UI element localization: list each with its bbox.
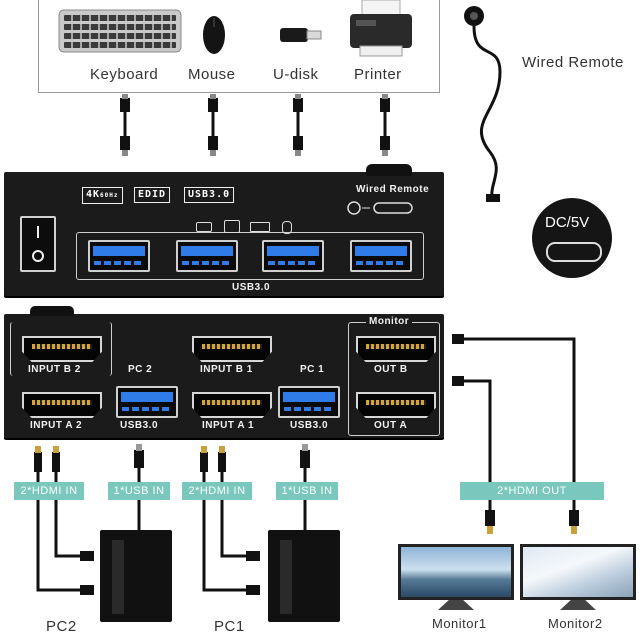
monitor1-screen: [398, 544, 514, 600]
usb-port-3[interactable]: [262, 240, 324, 272]
monitor2-label: Monitor2: [548, 616, 603, 631]
udisk-icon: [280, 26, 322, 44]
monitor2-stand: [560, 600, 596, 610]
dc-power-label: DC/5V: [545, 214, 590, 231]
tag-hdmi-in-pc1: 2*HDMI IN: [182, 482, 252, 500]
input-b1-label: INPUT B 1: [200, 364, 253, 375]
keyboard-port-icon: [250, 222, 270, 232]
hdmi-input-b1[interactable]: [192, 336, 272, 362]
printer-icon: [348, 0, 414, 60]
badge-usb: USB3.0: [184, 187, 235, 203]
remote-knob: [366, 164, 412, 176]
usb-port-1[interactable]: [88, 240, 150, 272]
bottom-knob: [30, 306, 74, 316]
monitor-label: Monitor: [366, 316, 413, 327]
udisk-port-icon: [196, 222, 212, 232]
printer-label: Printer: [354, 66, 402, 83]
tag-hdmi-in-pc2: 2*HDMI IN: [14, 482, 84, 500]
input-a1-label: INPUT A 1: [202, 420, 255, 431]
dc-power-badge: [532, 198, 612, 278]
hdmi-out-b[interactable]: [356, 336, 436, 362]
top-wired-remote-label: Wired Remote: [356, 184, 430, 195]
usbc-icon: [546, 242, 602, 262]
hdmi-out-a[interactable]: [356, 392, 436, 418]
wired-remote-icon: [464, 6, 502, 202]
power-switch[interactable]: [20, 216, 56, 272]
badge-edid: EDID: [134, 187, 171, 203]
usb-pc1-port[interactable]: [278, 386, 340, 418]
pc1-computer-label: PC1: [214, 618, 245, 635]
out-b-label: OUT B: [374, 364, 408, 375]
tag-hdmi-out: 2*HDMI OUT: [460, 482, 604, 500]
udisk-label: U-disk: [273, 66, 319, 83]
hdmi-input-b2[interactable]: [22, 336, 102, 362]
mouse-label: Mouse: [188, 66, 236, 83]
badge-4k: 4K60Hz: [82, 187, 123, 204]
tag-usb-in-pc2: 1*USB IN: [108, 482, 170, 500]
pc2-label: PC 2: [128, 364, 153, 375]
keyboard-icon: [58, 8, 182, 56]
top-usb-label: USB3.0: [228, 282, 275, 293]
keyboard-label: Keyboard: [90, 66, 159, 83]
usb-pc1-label: USB3.0: [290, 420, 329, 431]
monitor1-label: Monitor1: [432, 616, 487, 631]
remote-port[interactable]: [346, 200, 416, 216]
usb-pc2-port[interactable]: [116, 386, 178, 418]
mouse-icon: [201, 14, 227, 56]
monitor2-screen: [520, 544, 636, 600]
wired-remote-label: Wired Remote: [522, 54, 624, 71]
tag-usb-in-pc1: 1*USB IN: [276, 482, 338, 500]
usb-pc2-label: USB3.0: [120, 420, 159, 431]
mouse-port-icon: [282, 221, 292, 234]
printer-port-icon: [224, 220, 240, 233]
monitor1-stand: [438, 600, 474, 610]
out-a-label: OUT A: [374, 420, 408, 431]
usb-port-2[interactable]: [176, 240, 238, 272]
hdmi-input-a2[interactable]: [22, 392, 102, 418]
pc2-port-group: [10, 322, 112, 376]
usb-port-group: [76, 232, 424, 280]
input-b2-label: INPUT B 2: [28, 364, 81, 375]
pc1-label: PC 1: [300, 364, 325, 375]
input-a2-label: INPUT A 2: [30, 420, 83, 431]
peripheral-cables: [120, 94, 390, 156]
usb-port-4[interactable]: [350, 240, 412, 272]
pc2-computer-label: PC2: [46, 618, 77, 635]
pc1-tower: [268, 530, 340, 622]
hdmi-input-a1[interactable]: [192, 392, 272, 418]
pc2-tower: [100, 530, 172, 622]
